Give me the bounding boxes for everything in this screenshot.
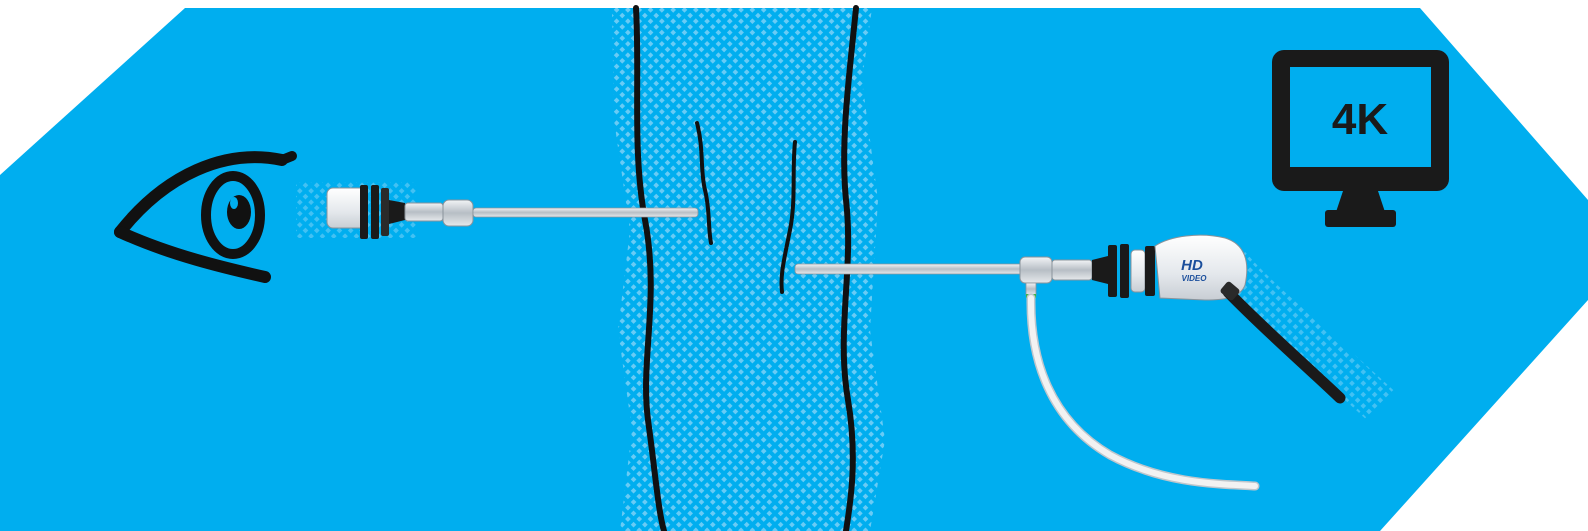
- video-endoscope-icon: HD VIDEO: [794, 234, 1394, 491]
- optical-endoscope-icon: [296, 182, 699, 239]
- camera-badge-video: VIDEO: [1182, 274, 1208, 283]
- camera-badge-hd: HD: [1181, 257, 1203, 274]
- monitor-icon: 4K: [1272, 50, 1449, 227]
- eye-icon: [114, 151, 297, 283]
- tissue-wall-icon: [612, 5, 885, 531]
- monitor-label: 4K: [1332, 95, 1388, 144]
